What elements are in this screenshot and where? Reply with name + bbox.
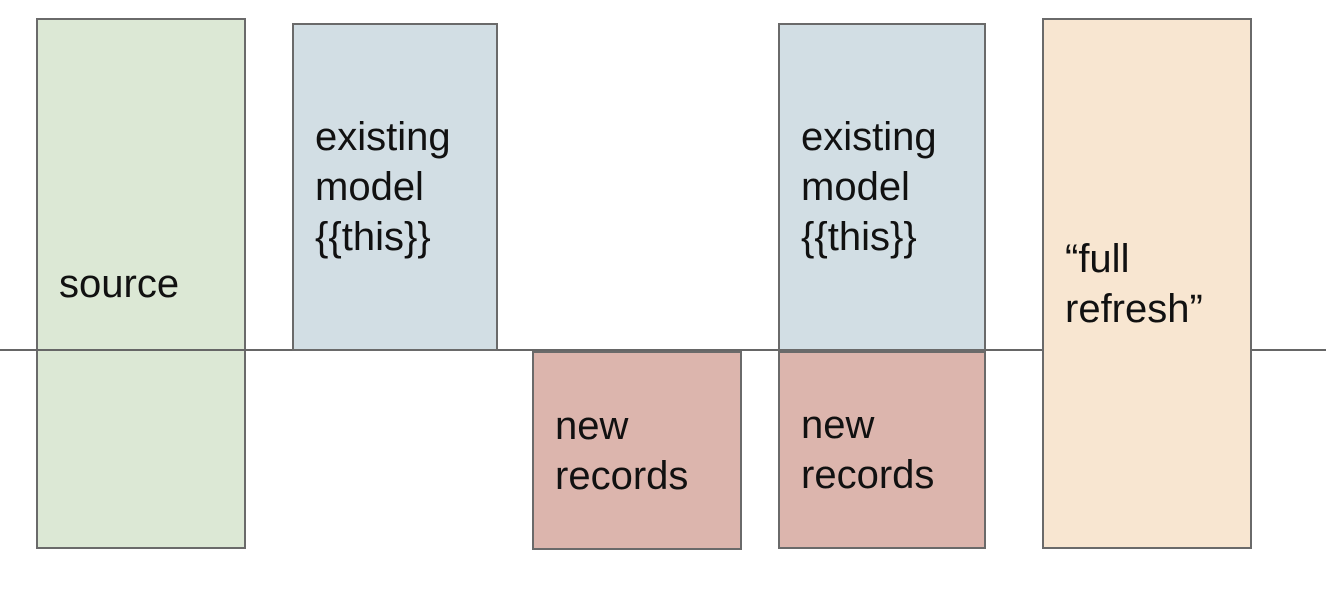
existing-model-box-2: existing model {{this}} <box>778 23 986 351</box>
full-refresh-box: “full refresh” <box>1042 18 1252 549</box>
existing-model-label-2: existing model {{this}} <box>801 115 937 259</box>
source-label: source <box>59 261 180 306</box>
source-box: source <box>36 18 246 549</box>
new-records-label-1: new records <box>555 403 689 498</box>
full-refresh-label: “full refresh” <box>1065 236 1203 331</box>
new-records-box-1: new records <box>532 351 742 550</box>
existing-model-label-1: existing model {{this}} <box>315 115 451 259</box>
divider-line <box>0 349 1326 351</box>
new-records-box-2: new records <box>778 351 986 549</box>
existing-model-box-1: existing model {{this}} <box>292 23 498 351</box>
new-records-label-2: new records <box>801 403 935 497</box>
